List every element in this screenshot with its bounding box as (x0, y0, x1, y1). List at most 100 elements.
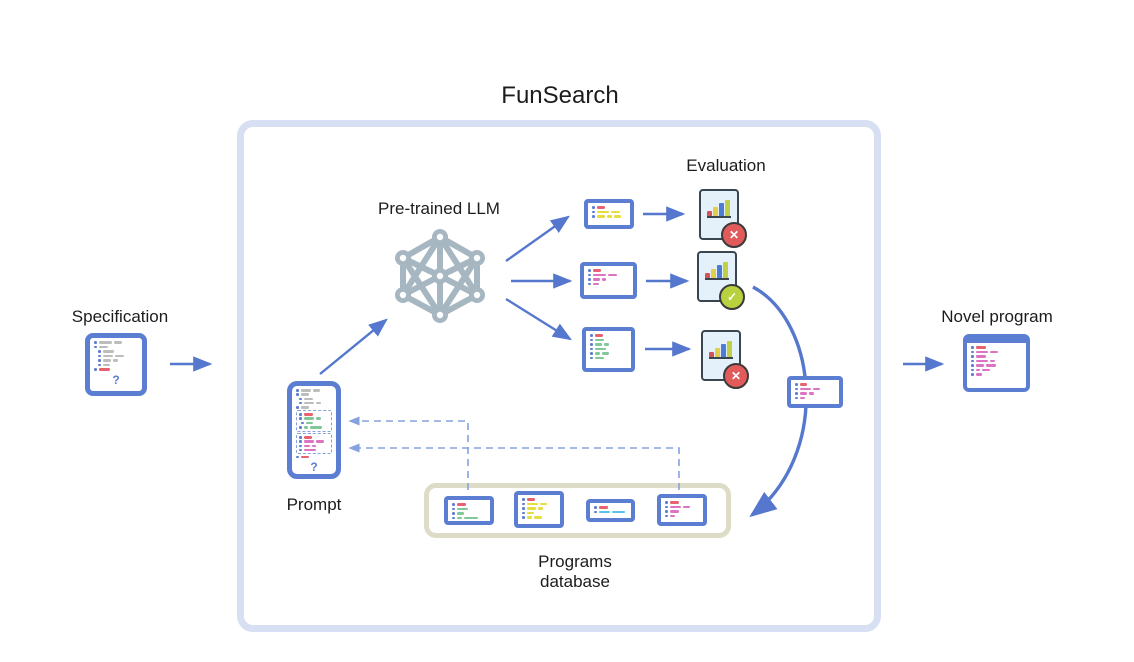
line-marker-dot (665, 510, 668, 513)
scored-program-card (787, 376, 843, 408)
line-marker-dot (522, 502, 525, 505)
code-token (669, 501, 679, 504)
code-token (596, 210, 609, 213)
code-line (590, 338, 627, 341)
code-token (303, 440, 314, 443)
database-label-line2: database (540, 572, 610, 592)
line-marker-dot (522, 516, 525, 519)
code-line (98, 359, 138, 362)
code-token (981, 368, 990, 371)
specification-card: ? (85, 333, 147, 396)
code-token (592, 282, 599, 285)
code-line (301, 421, 329, 425)
code-line (594, 506, 627, 509)
code-line (590, 356, 627, 359)
database-label: Programs database (465, 552, 685, 593)
line-marker-dot (299, 401, 302, 405)
line-marker-dot (98, 350, 101, 353)
code-token (456, 512, 464, 515)
code-line (971, 350, 1022, 353)
code-line (299, 417, 329, 420)
code-line (590, 334, 627, 337)
code-token (463, 516, 478, 519)
line-marker-dot (98, 359, 101, 362)
code-token (594, 356, 604, 359)
line-marker-dot (592, 206, 595, 209)
code-line (296, 455, 332, 459)
code-line (971, 346, 1022, 349)
line-marker-dot (971, 364, 974, 367)
prompt-insert-slot (296, 410, 332, 432)
database-label-line1: Programs (538, 552, 612, 571)
line-marker-dot (594, 510, 597, 513)
code-line (299, 448, 329, 452)
code-line (594, 510, 627, 513)
line-marker-dot (795, 392, 798, 395)
code-token (303, 417, 314, 420)
code-token (456, 516, 462, 519)
line-marker-dot (588, 278, 591, 281)
code-token (303, 448, 316, 452)
line-marker-dot (299, 417, 302, 420)
line-marker-dot (94, 368, 97, 371)
code-line (296, 389, 332, 392)
line-marker-dot (594, 506, 597, 509)
code-token (300, 393, 309, 396)
specification-label: Specification (71, 307, 169, 326)
code-token (975, 359, 988, 362)
code-token (98, 368, 110, 371)
code-token (312, 389, 320, 392)
code-token (799, 396, 805, 399)
prompt-card: ? (287, 381, 341, 479)
line-marker-dot (299, 440, 302, 443)
code-token (311, 444, 316, 448)
code-block (296, 455, 332, 459)
code-line (94, 368, 138, 371)
line-marker-dot (296, 406, 299, 409)
line-marker-dot (296, 455, 299, 459)
line-marker-dot (971, 359, 974, 362)
generated-sample-green (582, 327, 635, 372)
pass-badge: ✓ (719, 284, 745, 310)
code-token (799, 392, 807, 395)
line-marker-dot (795, 383, 798, 386)
line-marker-dot (299, 436, 302, 439)
code-token (975, 355, 986, 358)
evaluation-label: Evaluation (686, 156, 766, 175)
code-token (526, 498, 535, 501)
score-bar (709, 352, 714, 357)
code-token (611, 510, 625, 513)
database-card-cyan (586, 499, 635, 522)
line-marker-dot (795, 387, 798, 390)
code-token (607, 273, 617, 276)
code-line (98, 363, 138, 366)
line-marker-dot (296, 389, 299, 392)
code-token (300, 406, 309, 409)
code-token (113, 341, 122, 344)
line-marker-dot (522, 507, 525, 510)
code-token (975, 350, 988, 353)
code-line (522, 516, 556, 519)
code-token (603, 343, 609, 346)
line-marker-dot (452, 503, 455, 506)
line-marker-dot (592, 215, 595, 218)
code-line (452, 507, 486, 510)
evaluation-doc-2: ✓ (697, 251, 745, 310)
code-line (522, 507, 556, 510)
code-token (592, 273, 606, 276)
code-token (601, 352, 609, 355)
code-token (594, 343, 602, 346)
line-marker-dot (971, 346, 974, 349)
code-token (533, 516, 542, 519)
line-marker-dot (592, 210, 595, 213)
code-token (456, 507, 468, 510)
code-line (299, 401, 332, 405)
evaluation-doc-1: ✕ (699, 189, 747, 248)
question-mark: ? (310, 459, 318, 474)
database-card-pink (657, 494, 707, 526)
line-marker-dot (590, 347, 593, 350)
line-marker-dot (665, 514, 668, 517)
code-line (971, 373, 1022, 376)
line-marker-dot (590, 343, 593, 346)
